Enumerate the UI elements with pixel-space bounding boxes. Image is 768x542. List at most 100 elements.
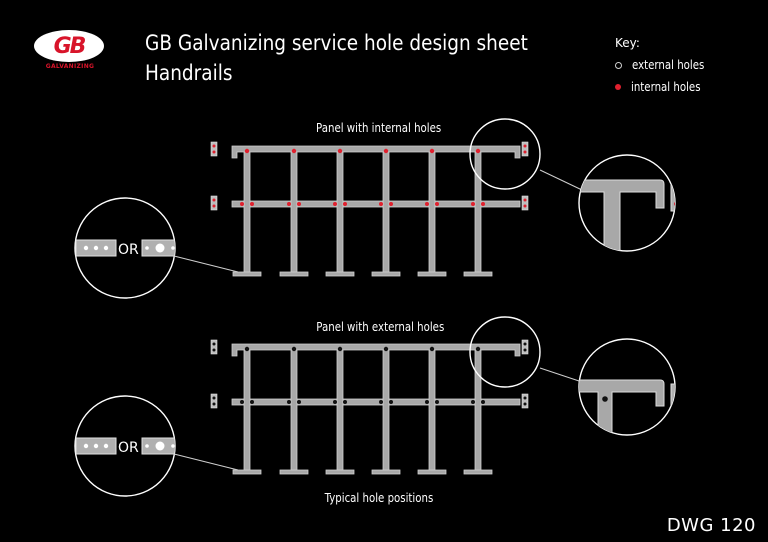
hole: [523, 348, 527, 352]
hole: [337, 346, 343, 352]
legend-internal-label: internal holes: [631, 80, 701, 94]
or-label-top: OR: [118, 242, 139, 258]
base-plate: [371, 469, 401, 475]
hole: [425, 400, 429, 404]
hole: [523, 144, 527, 148]
hole: [523, 204, 527, 208]
end-plate: [210, 393, 218, 409]
base-plate: [325, 271, 355, 277]
hole: [250, 202, 254, 206]
end-plate: [210, 141, 218, 157]
hole: [471, 202, 475, 206]
post: [336, 349, 344, 473]
hole: [481, 400, 485, 404]
hole: [291, 148, 297, 154]
post: [243, 151, 251, 275]
end-plate: [521, 195, 529, 211]
leader-top: [539, 169, 583, 191]
title-line-2: Handrails: [145, 61, 233, 85]
corner-highlight-bottom: [469, 316, 541, 388]
detail-right-bottom: [578, 338, 676, 436]
base-plate: [279, 271, 309, 277]
mid-rail: [231, 398, 521, 406]
hole: [435, 202, 439, 206]
panel-internal-holes: [210, 141, 529, 277]
legend-external-label: external holes: [632, 58, 705, 72]
end-plate: [521, 339, 529, 355]
post: [382, 151, 390, 275]
hole: [389, 400, 393, 404]
logo-oval: GB: [34, 30, 104, 62]
hole: [333, 400, 337, 404]
hole: [379, 202, 383, 206]
legend-heading: Key:: [615, 36, 640, 50]
hole: [389, 202, 393, 206]
hole: [343, 202, 347, 206]
hole: [287, 400, 291, 404]
mid-rail: [231, 200, 521, 208]
hole: [337, 148, 343, 154]
base-plate: [325, 469, 355, 475]
base-plate: [279, 469, 309, 475]
detail-left-bottom: [74, 395, 239, 497]
end-plate: [521, 141, 529, 157]
hole: [212, 396, 216, 400]
hole: [523, 402, 527, 406]
hole: [291, 346, 297, 352]
hole: [523, 396, 527, 400]
hole: [475, 346, 481, 352]
post: [428, 349, 436, 473]
top-rail: [231, 343, 521, 357]
hole: [297, 202, 301, 206]
base-plate: [463, 469, 493, 475]
legend: Key: external holes internal holes: [615, 32, 717, 98]
bottom-panel-label: Panel with external holes: [316, 320, 445, 334]
hole: [333, 202, 337, 206]
post: [336, 151, 344, 275]
hole: [240, 202, 244, 206]
post: [290, 151, 298, 275]
detail-left-top: [74, 197, 239, 299]
hole: [212, 198, 216, 202]
post: [290, 349, 298, 473]
post: [428, 151, 436, 275]
base-plate: [417, 271, 447, 277]
hole: [475, 148, 481, 154]
internal-hole-icon: [615, 84, 621, 90]
gb-logo: GB GALVANIZING: [34, 30, 104, 72]
top-panel-label: Panel with internal holes: [316, 121, 442, 135]
hole: [481, 202, 485, 206]
logo-subtext: GALVANIZING: [45, 63, 95, 70]
post: [243, 349, 251, 473]
hole: [383, 148, 389, 154]
hole: [343, 400, 347, 404]
hole: [435, 400, 439, 404]
hole: [383, 346, 389, 352]
post: [474, 349, 482, 473]
logo-letters: GB: [53, 33, 87, 59]
title-line-1: GB Galvanizing service hole design sheet: [145, 31, 528, 55]
hole: [244, 346, 250, 352]
hole: [429, 148, 435, 154]
caption: Typical hole positions: [324, 491, 434, 505]
legend-external: external holes: [615, 54, 717, 76]
base-plate: [417, 469, 447, 475]
hole: [523, 150, 527, 154]
hole: [523, 198, 527, 202]
hole: [287, 202, 291, 206]
hole: [212, 150, 216, 154]
base-plate: [232, 271, 262, 277]
top-rail: [231, 145, 521, 159]
base-plate: [232, 469, 262, 475]
external-hole-icon: [615, 61, 622, 69]
hole: [212, 348, 216, 352]
hole: [212, 402, 216, 406]
hole: [297, 400, 301, 404]
leader-bottom: [539, 367, 583, 383]
base-plate: [463, 271, 493, 277]
hole: [212, 144, 216, 148]
hole: [429, 346, 435, 352]
post: [474, 151, 482, 275]
detail-right-top: [578, 154, 676, 252]
